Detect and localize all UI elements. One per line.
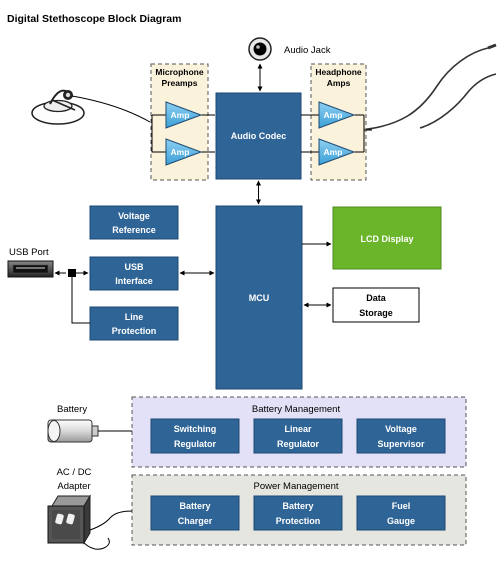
- battery-charger-label-line2: Charger: [178, 516, 213, 526]
- voltage-supervisor-label-line1: Voltage: [385, 424, 417, 434]
- line-protection-label-line1: Line: [125, 312, 144, 322]
- fuel-gauge-label-line2: Gauge: [387, 516, 415, 526]
- mic-amp-1-label: Amp: [171, 110, 190, 120]
- lcd-display-block: LCD Display: [332, 206, 442, 270]
- voltage-supervisor-label-line2: Supervisor: [377, 439, 425, 449]
- mic-amp-2: Amp: [165, 138, 203, 166]
- adapter-label-line1: AC / DC: [57, 467, 92, 478]
- power-adapter-icon: [47, 494, 91, 545]
- usb-port-icon: [7, 260, 54, 278]
- headphone-amp-1: Amp: [318, 101, 356, 129]
- headphone-amp-1-label: Amp: [324, 110, 343, 120]
- usb-interface-label-line2: Interface: [115, 276, 153, 286]
- linear-regulator-label-line1: Linear: [284, 424, 312, 434]
- headphone-amp-2-label: Amp: [324, 147, 343, 157]
- headset-icon: [359, 43, 497, 131]
- data-storage-block: Data Storage: [332, 287, 420, 323]
- audio-codec-label: Audio Codec: [231, 131, 287, 141]
- line-protection-label-line2: Protection: [112, 326, 157, 336]
- battery-protection-label-line2: Protection: [276, 516, 321, 526]
- usb-junction-node: [68, 269, 76, 277]
- chest-piece-icon: [31, 89, 151, 125]
- mic-amp-2-label: Amp: [171, 147, 190, 157]
- microphone-preamps-group: Microphone Preamps: [150, 63, 209, 181]
- usb-interface-block: USB Interface: [89, 256, 179, 291]
- switching-regulator-block: Switching Regulator: [150, 418, 240, 454]
- microphone-preamps-label-line2: Preamps: [162, 78, 198, 88]
- battery-charger-label-line1: Battery: [179, 501, 210, 511]
- battery-icon: [47, 419, 99, 443]
- battery-protection-block: Battery Protection: [253, 495, 343, 531]
- switching-regulator-label-line1: Switching: [174, 424, 217, 434]
- voltage-reference-label-line2: Reference: [112, 225, 156, 235]
- switching-regulator-label-line2: Regulator: [174, 439, 217, 449]
- headphone-amps-label-line1: Headphone: [315, 67, 362, 77]
- battery-management-label: Battery Management: [252, 404, 341, 415]
- lcd-display-label: LCD Display: [360, 234, 413, 244]
- data-storage-label-line1: Data: [366, 293, 387, 303]
- audio-codec-block: Audio Codec: [215, 92, 302, 180]
- voltage-reference-block: Voltage Reference: [89, 205, 179, 240]
- voltage-supervisor-block: Voltage Supervisor: [356, 418, 446, 454]
- mcu-label: MCU: [249, 293, 270, 303]
- headphone-amp-2: Amp: [318, 138, 356, 166]
- usb-port-label: USB Port: [9, 247, 49, 258]
- line-protection-block: Line Protection: [89, 306, 179, 341]
- linear-regulator-label-line2: Regulator: [277, 439, 320, 449]
- mcu-block: MCU: [215, 205, 303, 390]
- fuel-gauge-label-line1: Fuel: [392, 501, 411, 511]
- audio-jack-icon: [248, 37, 272, 61]
- diagram-title: Digital Stethoscope Block Diagram: [7, 13, 181, 25]
- battery-charger-block: Battery Charger: [150, 495, 240, 531]
- mic-amp-1: Amp: [165, 101, 203, 129]
- fuel-gauge-block: Fuel Gauge: [356, 495, 446, 531]
- voltage-reference-label-line1: Voltage: [118, 211, 150, 221]
- battery-label: Battery: [57, 404, 87, 415]
- battery-protection-label-line1: Battery: [282, 501, 313, 511]
- power-management-label: Power Management: [253, 481, 338, 492]
- audio-jack-label: Audio Jack: [284, 45, 331, 56]
- linear-regulator-block: Linear Regulator: [253, 418, 343, 454]
- data-storage-label-line2: Storage: [359, 308, 393, 318]
- usb-interface-label-line1: USB: [124, 262, 144, 272]
- adapter-label-line2: Adapter: [57, 481, 90, 492]
- microphone-preamps-label-line1: Microphone: [155, 67, 203, 77]
- headphone-amps-label-line2: Amps: [327, 78, 351, 88]
